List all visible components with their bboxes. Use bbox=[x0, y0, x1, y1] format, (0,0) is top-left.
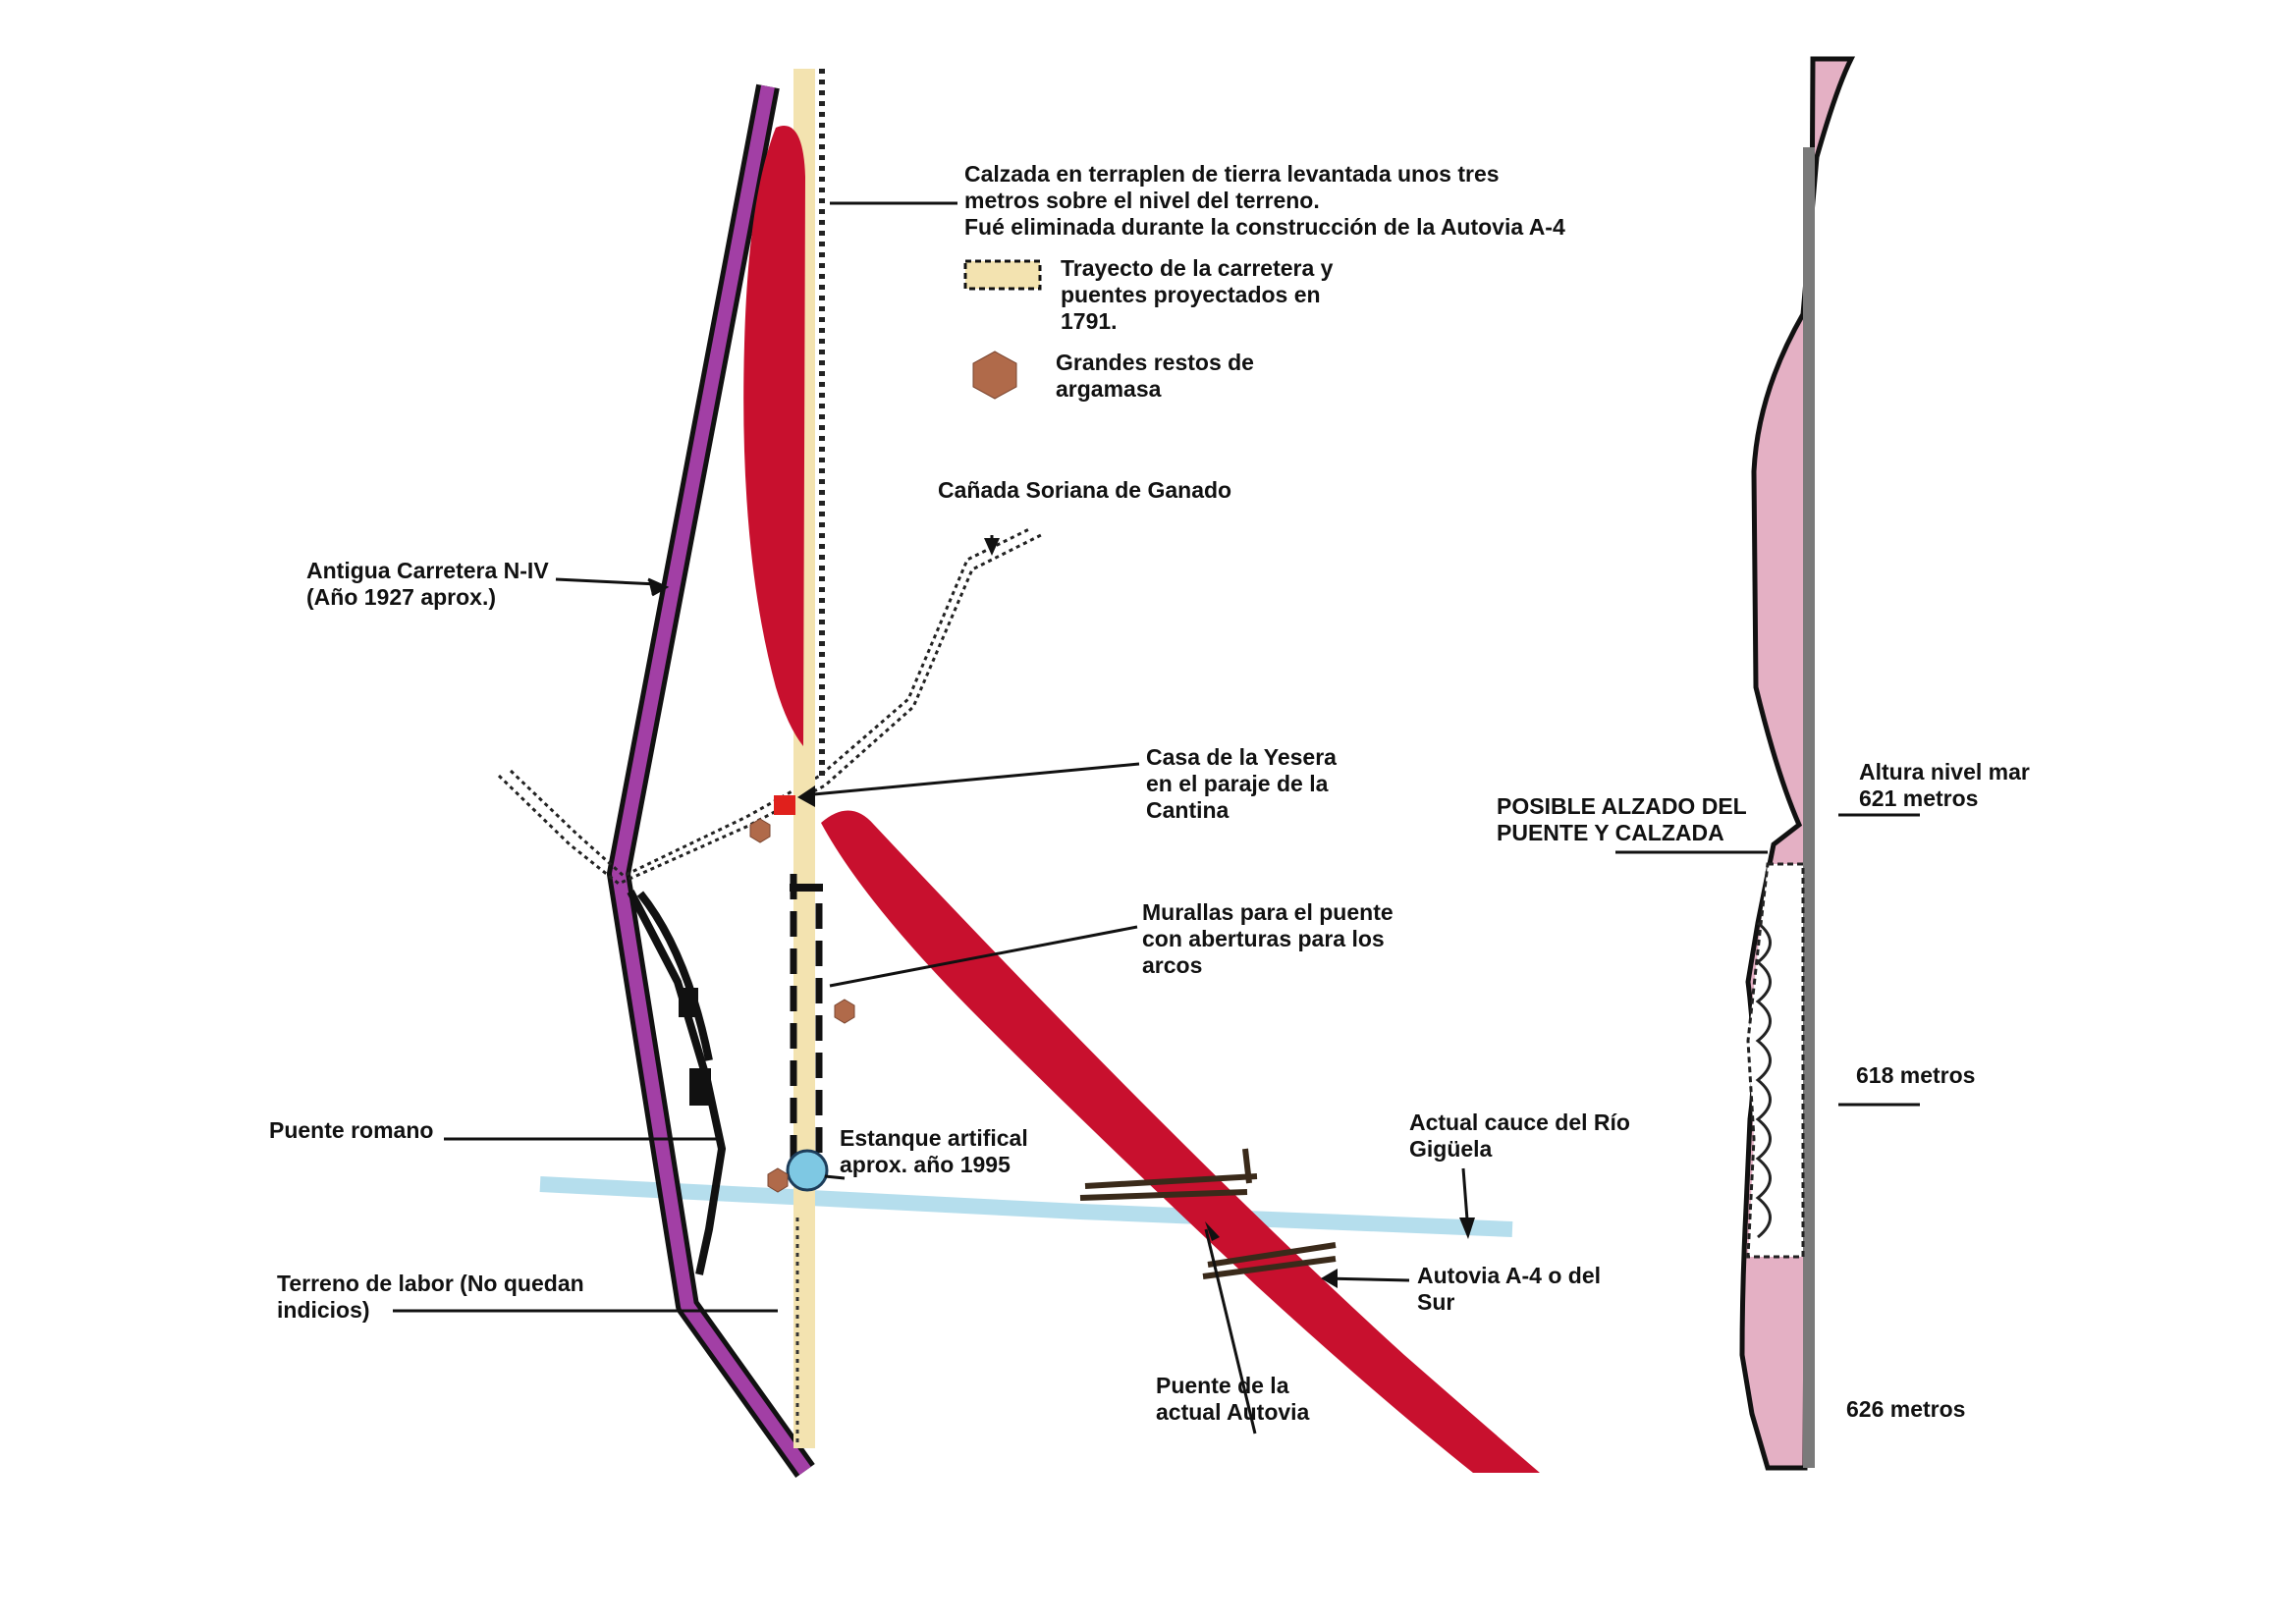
label-calzada: Calzada en terraplen de tierra levantada… bbox=[964, 161, 1565, 240]
river-gigüela bbox=[539, 1176, 1513, 1237]
estanque-marker bbox=[786, 1149, 829, 1192]
arrowheads bbox=[797, 538, 1475, 1288]
label-canada: Cañada Soriana de Ganado bbox=[938, 477, 1232, 503]
label-618: 618 metros bbox=[1856, 1062, 1976, 1088]
autovia-bridge bbox=[1079, 1148, 1337, 1279]
legend-route-text: Trayecto de la carretera y puentes proye… bbox=[1061, 255, 1334, 334]
label-terreno: Terreno de labor (No quedan indicios) bbox=[277, 1271, 584, 1323]
label-estanque: Estanque artifical aprox. año 1995 bbox=[840, 1125, 1028, 1177]
label-murallas: Murallas para el puente con aberturas pa… bbox=[1142, 899, 1394, 978]
mortar-remains bbox=[749, 818, 855, 1193]
elevation-profile bbox=[1739, 56, 1856, 1471]
label-puente-romano: Puente romano bbox=[269, 1117, 434, 1143]
label-altura: Altura nivel mar 621 metros bbox=[1859, 759, 2030, 811]
label-antigua-carretera: Antigua Carretera N-IV (Año 1927 aprox.) bbox=[306, 558, 549, 610]
label-casa-yesera: Casa de la Yesera en el paraje de la Can… bbox=[1146, 744, 1337, 823]
mortar-hex-3 bbox=[767, 1167, 789, 1193]
mortar-hex-1 bbox=[749, 818, 771, 843]
calzada-embankment bbox=[743, 126, 805, 746]
legend-route-swatch bbox=[963, 259, 1042, 291]
old-road-n-iv bbox=[607, 83, 815, 1478]
label-posible-alzado: POSIBLE ALZADO DEL PUENTE Y CALZADA bbox=[1497, 793, 1747, 845]
casa-yesera-marker bbox=[774, 795, 795, 815]
leader-lines bbox=[393, 201, 1920, 1435]
legend-mortar-swatch bbox=[972, 351, 1017, 400]
label-puente-autovia: Puente de la actual Autovia bbox=[1156, 1373, 1310, 1425]
label-626: 626 metros bbox=[1846, 1396, 1966, 1422]
label-cauce: Actual cauce del Río Gigüela bbox=[1409, 1110, 1630, 1162]
roman-bridge-structure bbox=[627, 890, 727, 1275]
legend-mortar-text: Grandes restos de argamasa bbox=[1056, 350, 1254, 402]
mortar-hex-2 bbox=[834, 999, 855, 1024]
autovia-a4 bbox=[821, 810, 1540, 1473]
label-autovia: Autovia A-4 o del Sur bbox=[1417, 1263, 1601, 1315]
